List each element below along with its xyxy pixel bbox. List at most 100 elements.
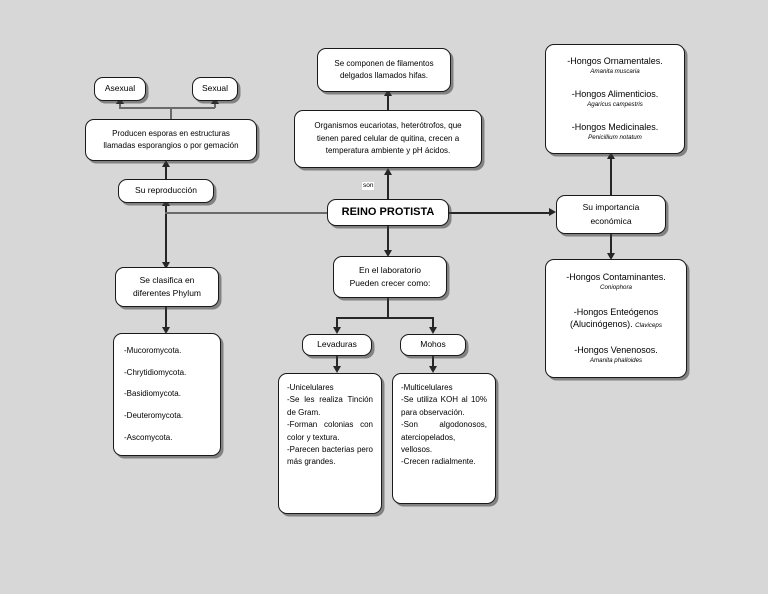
hongo-especie: Agaricus campestris [587, 101, 643, 109]
edge-lab-stem [387, 298, 389, 318]
arrow-to-mohos [429, 327, 437, 334]
list-item: -Unicelulares [287, 383, 334, 392]
edge-organismos-to-hifas [387, 95, 389, 111]
node-organismos-line2: tienen pared celular de quitina, crecen … [316, 133, 460, 143]
list-item: -Multicelulares [401, 383, 453, 392]
arrow-to-esporas [162, 160, 170, 167]
arrow-to-hongos-daninos [607, 253, 615, 260]
node-hifas-line2: delgados llamados hifas. [339, 71, 429, 80]
arrow-to-hifas [384, 89, 392, 96]
node-producen-esporas[interactable]: Producen esporas en estructuras llamadas… [85, 119, 257, 161]
node-organismos-eucariotas[interactable]: Organismos eucariotas, heterótrofos, que… [294, 110, 482, 168]
list-item: -Hongos Contaminantes. Coniophora [552, 271, 680, 292]
arrow-to-importancia [549, 208, 556, 216]
edge-lab-to-mohos [432, 317, 434, 328]
list-item: -Son algodonosos, aterciopelados, vellos… [401, 420, 487, 454]
arrow-to-clasificacion [162, 262, 170, 269]
arrow-to-laboratorio [384, 250, 392, 257]
list-item: -Hongos Venenosos. Amanita phalloides [552, 344, 680, 365]
edge-levaduras-to-unicelulares [336, 356, 338, 369]
hongo-nombre: -Hongos Medicinales. [571, 122, 659, 133]
hongo-nombre: -Hongos Alimenticios. [571, 89, 659, 100]
list-item: -Hongos Enteógenos (Alucinógenos). Clavi… [552, 306, 680, 331]
node-hifas-line1: Se componen de filamentos [334, 58, 434, 68]
list-item: -Chrytidiomycota. [124, 367, 187, 377]
hongo-especie: Claviceps [635, 322, 662, 330]
node-reino-label: REINO PROTISTA [341, 205, 435, 218]
node-levaduras-label: Levaduras [317, 339, 357, 350]
hongo-nombre-linea1: -Hongos Enteógenos [573, 307, 659, 318]
node-organismos-line1: Organismos eucariotas, heterótrofos, que [314, 121, 462, 131]
node-laboratorio-line2: Pueden crecer como: [349, 278, 431, 288]
list-item: -Deuteromycota. [124, 411, 184, 421]
node-hongos-daninos[interactable]: -Hongos Contaminantes. Coniophora -Hongo… [545, 259, 687, 378]
node-importancia-line1: Su importancia [582, 202, 640, 213]
arrow-to-phylum [162, 327, 170, 334]
hongo-especie: Coniophora [600, 284, 632, 292]
list-item: -Se les realiza Tinción de Gram. [287, 395, 373, 417]
node-importancia-economica[interactable]: Su importancia económica [556, 195, 666, 234]
hongo-especie: Penicillium notatum [588, 134, 642, 142]
hongo-nombre: -Hongos Contaminantes. [566, 272, 666, 283]
list-item: -Ascomycota. [124, 432, 173, 442]
edge-asexual-drop [119, 101, 121, 108]
node-sexual[interactable]: Sexual [192, 77, 238, 101]
hongo-nombre-linea2: (Alucinógenos). [570, 319, 633, 330]
edge-importancia-to-daninos [610, 234, 612, 255]
list-item: -Se utiliza KOH al 10% para observación. [401, 395, 487, 417]
node-mohos[interactable]: Mohos [400, 334, 466, 356]
node-sexual-label: Sexual [202, 83, 228, 94]
node-reproduccion-label: Su reproducción [135, 185, 197, 196]
edge-lab-bar [336, 317, 433, 319]
edge-clasificacion-to-phylum [165, 307, 167, 329]
edge-sexual-drop [214, 101, 216, 108]
node-organismos-line3: temperatura ambiente y pH ácidos. [325, 146, 451, 156]
node-clasificacion-line2: diferentes Phylum [132, 288, 202, 298]
node-hifas[interactable]: Se componen de filamentos delgados llama… [317, 48, 451, 92]
arrow-to-multicelulares [429, 366, 437, 373]
node-clasificacion-line1: Se clasifica en [139, 274, 195, 285]
node-asexual[interactable]: Asexual [94, 77, 146, 101]
node-laboratorio-line1: En el laboratorio [359, 264, 421, 275]
edge-reino-to-laboratorio [387, 226, 389, 252]
node-levaduras[interactable]: Levaduras [302, 334, 372, 356]
edge-esporas-bracket-stem [170, 107, 172, 119]
list-item: -Crecen radialmente. [401, 457, 476, 467]
edge-left-trunk [165, 204, 167, 268]
arrow-to-organismos [384, 168, 392, 175]
edge-reproduccion-to-esporas [165, 166, 167, 180]
node-esporas-line1: Producen esporas en estructuras [112, 128, 230, 138]
node-se-clasifica[interactable]: Se clasifica en diferentes Phylum [115, 267, 219, 307]
edge-mohos-to-multicelulares [432, 356, 434, 369]
edge-reino-to-importancia [449, 212, 551, 214]
list-item: -Mucoromycota. [124, 345, 182, 355]
hongo-especie: Amanita phalloides [589, 357, 643, 365]
node-reino-protista[interactable]: REINO PROTISTA [327, 199, 449, 226]
node-su-reproduccion[interactable]: Su reproducción [118, 179, 214, 203]
arrow-to-levaduras [333, 327, 341, 334]
arrow-to-unicelulares [333, 366, 341, 373]
hongo-especie: Amanita muscaria [590, 68, 640, 76]
node-mohos-label: Mohos [420, 339, 446, 350]
node-unicelulares-detalle[interactable]: -Unicelulares -Se les realiza Tinción de… [278, 373, 382, 514]
node-importancia-line2: económica [590, 215, 632, 226]
edge-esporas-bracket-bar [119, 107, 215, 109]
node-hongos-beneficiosos[interactable]: -Hongos Ornamentales. Amanita muscaria -… [545, 44, 685, 154]
list-item: -Parecen bacterias pero más grandes. [287, 444, 373, 467]
node-esporas-line2: llamadas esporangios o por gemación [103, 141, 239, 150]
edge-reino-to-organismos [387, 174, 389, 200]
edge-lab-to-levaduras [336, 317, 338, 328]
edge-label-son: son [362, 182, 375, 190]
list-item: -Hongos Medicinales. Penicillium notatum [552, 121, 678, 142]
edge-spine-left [165, 212, 328, 214]
node-phylum-list[interactable]: -Mucoromycota. -Chrytidiomycota. -Basidi… [113, 333, 221, 456]
list-item: -Basidiomycota. [124, 389, 181, 399]
hongo-nombre: -Hongos Ornamentales. [567, 56, 663, 67]
list-item: -Forman colonias con color y textura. [287, 420, 373, 442]
node-en-el-laboratorio[interactable]: En el laboratorio Pueden crecer como: [333, 256, 447, 298]
node-multicelulares-detalle[interactable]: -Multicelulares -Se utiliza KOH al 10% p… [392, 373, 496, 504]
edge-importancia-to-beneficiosos [610, 158, 612, 196]
arrow-to-hongos-beneficiosos [607, 152, 615, 159]
node-asexual-label: Asexual [104, 83, 136, 94]
